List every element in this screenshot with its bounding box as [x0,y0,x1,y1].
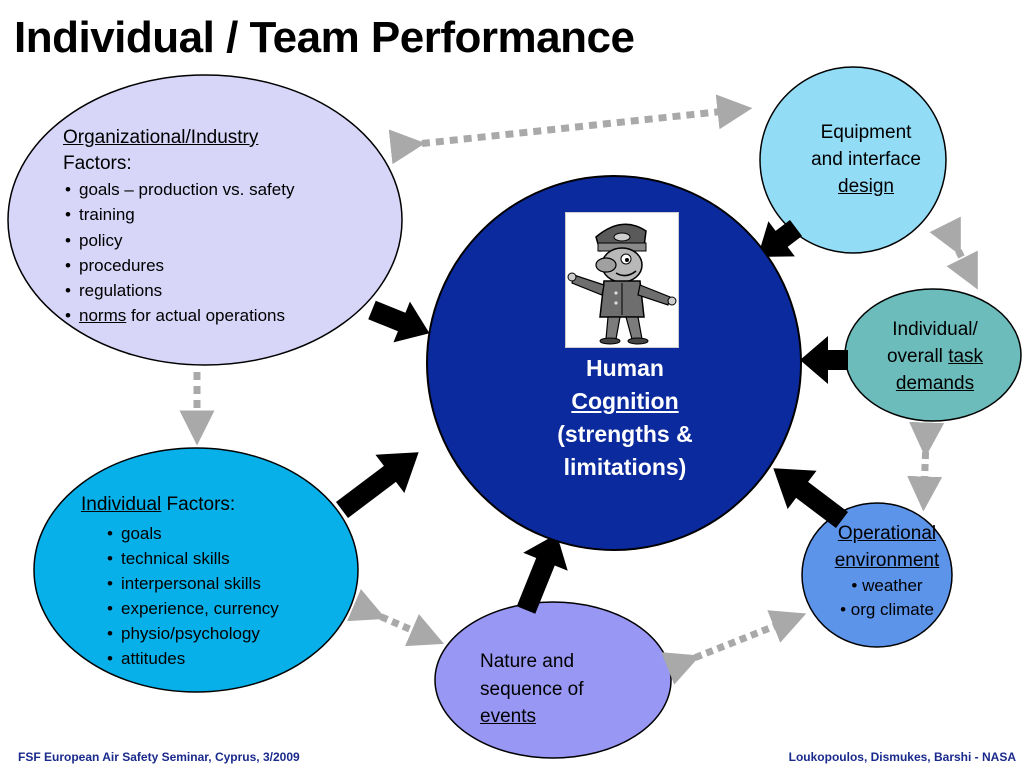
events-text: Nature and sequence of events [480,648,650,731]
dotted-arrow-equipment-task [929,216,978,290]
list-item: regulations [63,278,383,304]
equipment-line2: and interface [811,149,921,170]
arrow-task-to-cognition [800,336,848,384]
individual-heading: Individual Factors: [81,494,236,515]
cognition-label: Human Cognition (strengths & limitations… [430,352,820,484]
operational-text: Operational environment • weather • org … [806,520,968,622]
equipment-line3: design [838,176,894,197]
task-line2: overall task [886,346,984,367]
list-item: experience, currency [105,596,341,621]
list-item: goals – production vs. safety [63,177,383,203]
list-item: training [63,202,383,228]
org-heading2: Factors: [63,153,132,174]
footer-right: Loukopoulos, Dismukes, Barshi - NASA [788,750,1016,764]
task-demands-text: Individual/ overall task demands [848,316,1022,397]
events-line1: Nature and [480,651,575,672]
arrow-events-to-cognition [516,533,568,614]
pilot-cartoon-icon [565,212,679,348]
arrow-operational-to-cognition [773,468,849,528]
list-item: policy [63,228,383,254]
dotted-arrow-org-equipment [388,94,753,165]
operational-ellipse [801,502,953,648]
list-item: physio/psychology [105,621,341,646]
page-title: Individual / Team Performance [14,13,635,62]
task-line1: Individual/ [892,319,978,340]
arrow-org-to-cognition [368,300,430,343]
footer-left: FSF European Air Safety Seminar, Cyprus,… [18,750,300,764]
cognition-line1: Human [586,355,664,381]
individual-factors-text: Individual Factors: goals technical skil… [81,492,341,671]
dotted-arrow-task-operational [907,421,945,512]
org-factors-text: Organizational/Industry Factors: goals –… [63,125,383,329]
list-item: • weather [851,576,923,595]
equipment-circle [759,66,947,254]
list-item: technical skills [105,546,341,571]
dotted-arrow-events-operational [661,610,807,685]
cognition-line3: (strengths & [557,421,693,447]
events-line2: sequence of [480,678,584,700]
org-heading: Organizational/Industry [63,127,259,148]
individual-factors-list: goals technical skills interpersonal ski… [81,521,341,671]
equipment-line1: Equipment [820,122,912,143]
org-factors-list: goals – production vs. safety training p… [63,177,383,329]
list-item: goals [105,521,341,546]
cognition-line4: limitations) [563,454,687,480]
task-line3: demands [895,373,975,394]
equipment-text: Equipment and interface design [768,119,964,200]
operational-line1: Operational [837,523,937,544]
cognition-line2: Cognition [571,388,679,414]
operational-line2: environment [834,550,940,571]
list-item: attitudes [105,646,341,671]
cognition-circle [426,175,802,551]
events-line3: events [480,706,536,727]
list-item: • org climate [840,600,934,619]
arrow-individual-to-cognition [335,452,419,518]
list-item: norms for actual operations [63,303,383,329]
list-item: procedures [63,253,383,279]
list-item: interpersonal skills [105,571,341,596]
arrow-equipment-to-cognition [757,220,803,257]
dotted-arrow-individual-events [347,589,445,647]
